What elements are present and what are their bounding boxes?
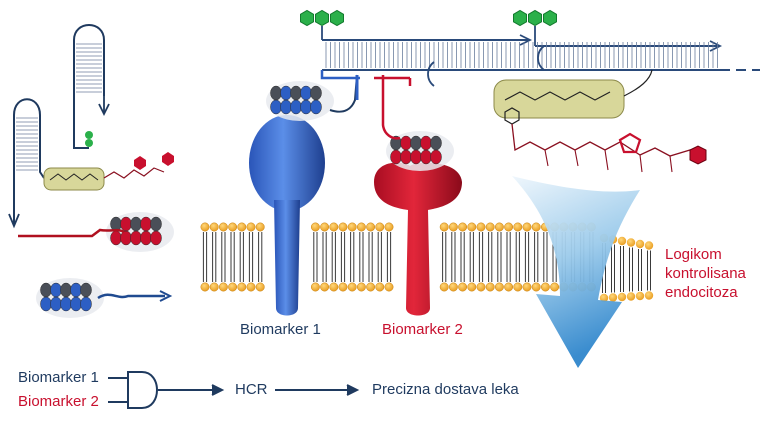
free-conjugates <box>18 228 173 302</box>
dna-hairpins <box>8 24 110 229</box>
endocytosis-label-line2: kontrolisana <box>665 265 746 282</box>
and-gate-icon <box>127 371 158 409</box>
biomarker-2-receptor <box>374 162 462 316</box>
logic-gate-diagram <box>108 371 360 409</box>
hcr-dna-polymer <box>320 26 760 87</box>
endocytosis-arrow <box>512 176 640 368</box>
endocytosis-label-line3: endocitoza <box>665 284 738 301</box>
biomarker-1-label: Biomarker 1 <box>240 321 321 338</box>
green-bead-clusters <box>85 9 557 147</box>
linker-strands <box>329 74 401 140</box>
logic-input-2: Biomarker 2 <box>18 393 99 410</box>
affibody-proteins <box>36 81 454 318</box>
hairpin-drug-conjugate <box>43 152 174 191</box>
logic-step-hcr: HCR <box>235 381 268 398</box>
logic-result: Precizna dostava leka <box>372 381 519 398</box>
cell-membrane <box>200 222 596 292</box>
biomarker-2-label: Biomarker 2 <box>382 321 463 338</box>
logic-input-1: Biomarker 1 <box>18 369 99 386</box>
biomarker-1-receptor <box>249 115 325 316</box>
endocytosis-label-line1: Logikom <box>665 246 722 263</box>
drug-conjugate <box>493 69 707 173</box>
